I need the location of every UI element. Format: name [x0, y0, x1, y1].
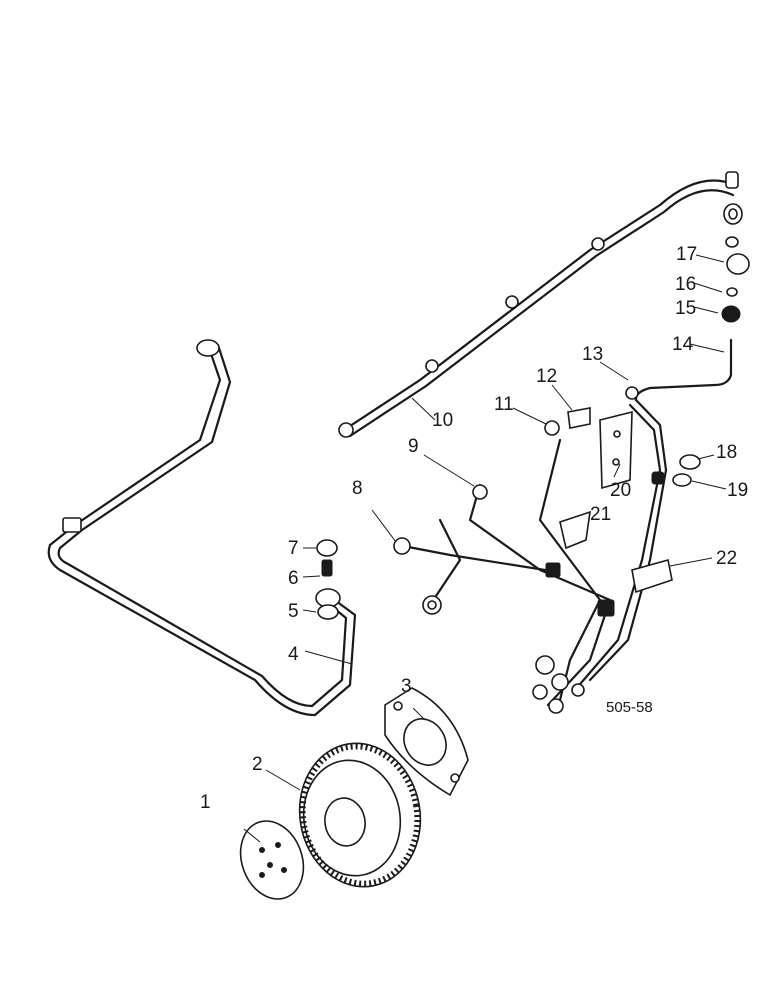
callout-16: 16: [675, 274, 696, 295]
fitting-stack-14-17: [634, 203, 750, 402]
gear-2: [298, 742, 422, 888]
bracket-and-clamps: [559, 407, 701, 594]
left-long-pipe: [47, 339, 357, 717]
callout-labels: 1 2 3 4 5 6 7 8 9 10 11 12 13 14 15 16 1…: [200, 244, 748, 813]
callout-19: 19: [727, 480, 748, 501]
callout-22: 22: [716, 548, 737, 569]
callout-4: 4: [288, 644, 299, 665]
callout-11: 11: [494, 394, 514, 415]
callout-17: 17: [676, 244, 697, 265]
callout-5: 5: [288, 601, 299, 622]
banjo-fittings-5-7: [315, 539, 341, 620]
callout-20: 20: [610, 480, 631, 501]
plate-1: [239, 820, 305, 900]
callout-10: 10: [432, 410, 453, 431]
callout-3: 3: [401, 676, 412, 697]
leader-lines: [243, 254, 727, 843]
callout-7: 7: [288, 538, 299, 559]
callout-18: 18: [716, 442, 737, 463]
injector-pipes-bundle: [393, 386, 668, 714]
callout-21: 21: [590, 504, 611, 525]
callout-14: 14: [672, 334, 694, 355]
drawing-code: 505-58: [606, 699, 653, 716]
callout-13: 13: [582, 344, 603, 365]
callout-8: 8: [352, 478, 363, 499]
callout-15: 15: [675, 298, 696, 319]
callout-9: 9: [408, 436, 419, 457]
callout-1: 1: [200, 792, 211, 813]
callout-12: 12: [536, 366, 557, 387]
leak-off-pipe-10: [338, 171, 739, 438]
callout-2: 2: [252, 754, 263, 775]
callout-6: 6: [288, 568, 299, 589]
gasket-3: [384, 687, 469, 797]
